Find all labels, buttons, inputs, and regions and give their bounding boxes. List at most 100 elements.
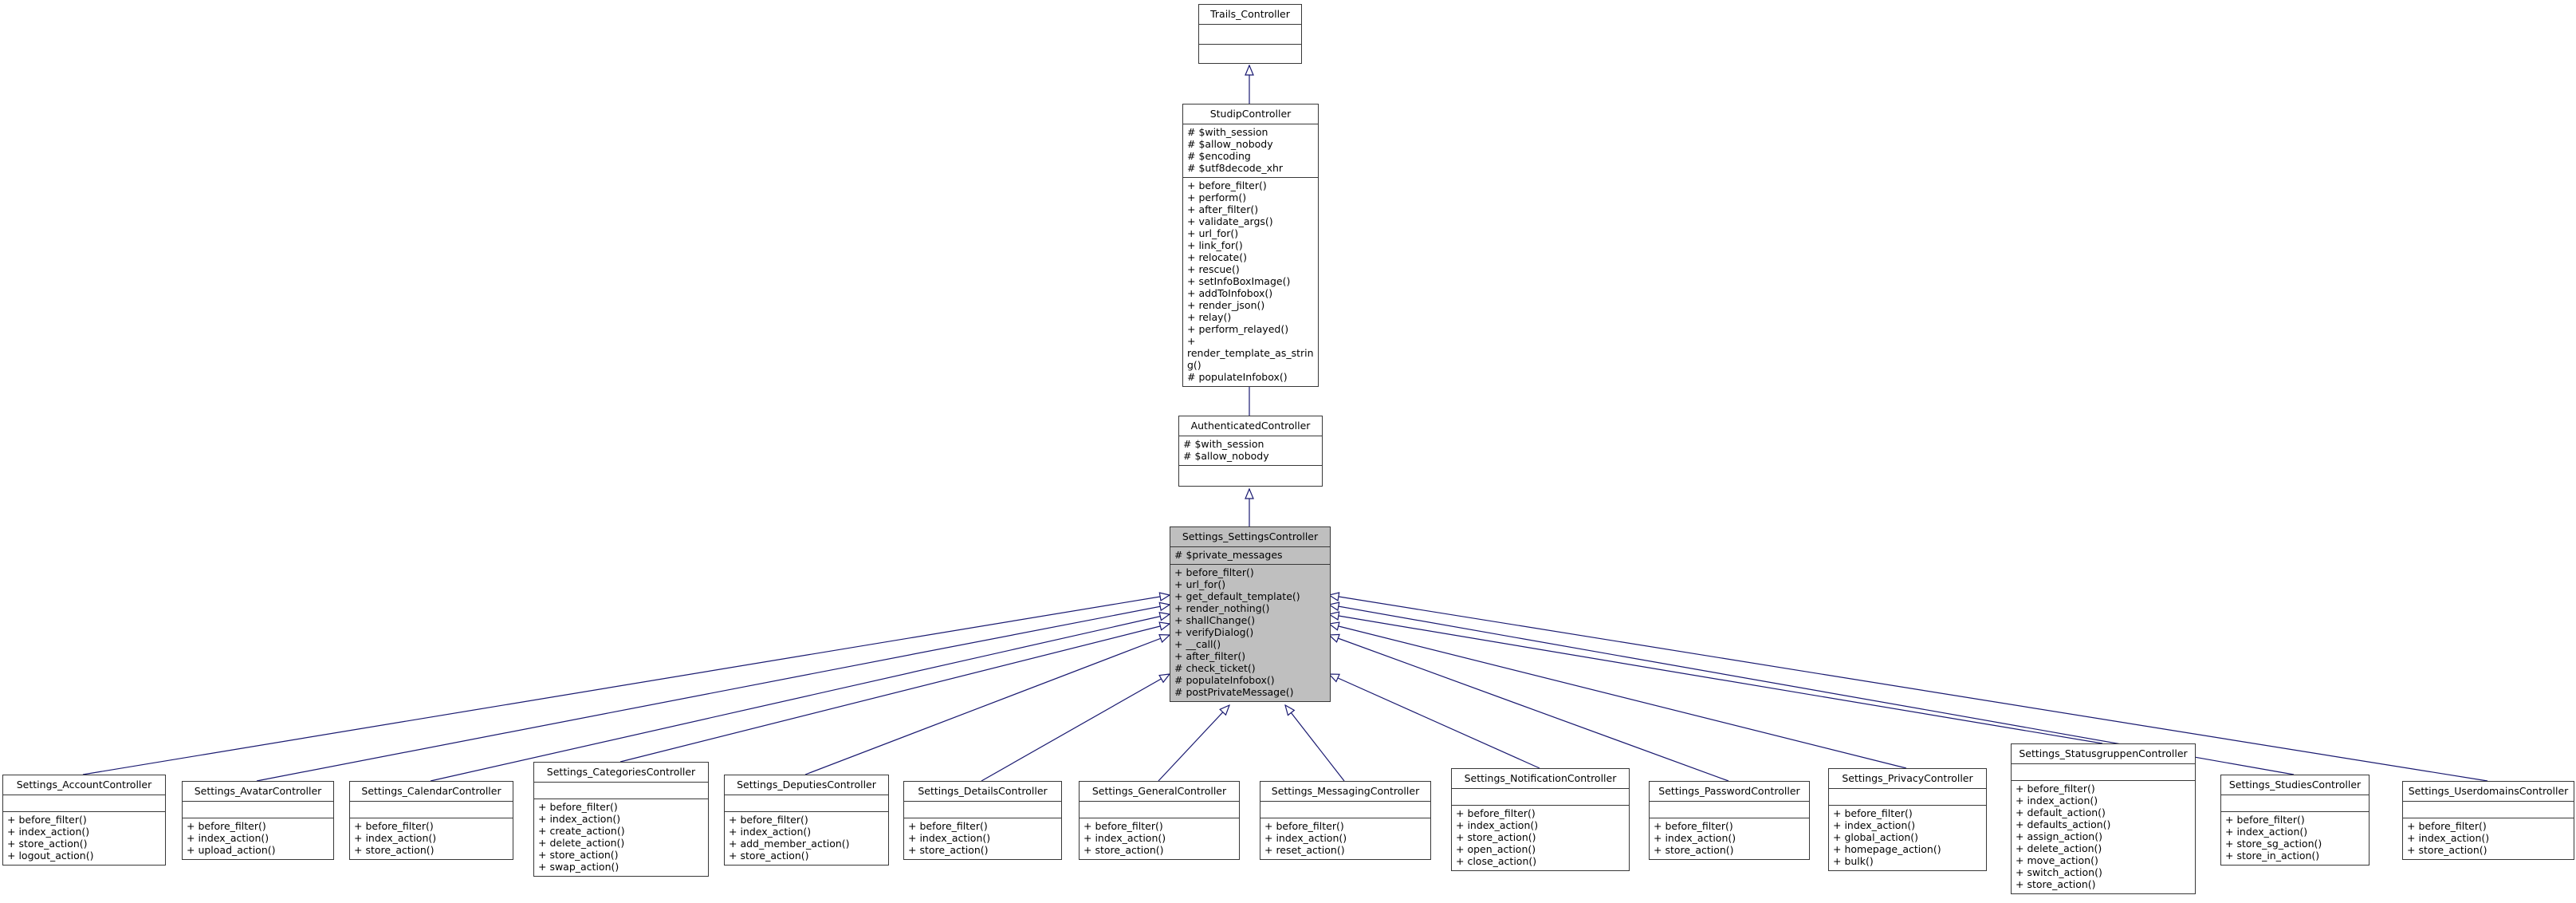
method: + render_template_as_string() bbox=[1187, 335, 1314, 371]
attribute: # $private_messages bbox=[1174, 549, 1283, 561]
method: + get_default_template() bbox=[1174, 590, 1300, 602]
methods-compartment: + before_filter()+ index_action()+ store… bbox=[1452, 805, 1629, 870]
attribute: # $utf8decode_xhr bbox=[1187, 162, 1284, 174]
attributes-compartment bbox=[2403, 802, 2574, 818]
class-node-studip[interactable]: StudipController# $with_session# $allow_… bbox=[1182, 104, 1319, 387]
methods-compartment: + before_filter()+ index_action()+ creat… bbox=[534, 799, 708, 876]
method: + before_filter() bbox=[1264, 820, 1344, 832]
inheritance-edge bbox=[1329, 595, 2488, 782]
method: + index_action() bbox=[1833, 819, 1916, 831]
methods-compartment: + before_filter()+ index_action()+ store… bbox=[1080, 818, 1239, 859]
method: + add_member_action() bbox=[729, 838, 850, 850]
class-node-notification[interactable]: Settings_NotificationController+ before_… bbox=[1451, 768, 1630, 871]
attributes-compartment bbox=[3, 795, 165, 811]
class-node-studies[interactable]: Settings_StudiesController + before_filte… bbox=[2220, 775, 2370, 866]
class-node-details[interactable]: Settings_DetailsController+ before_filte… bbox=[903, 781, 1062, 860]
class-node-avatar[interactable]: Settings_AvatarController+ before_filter… bbox=[182, 781, 334, 860]
class-node-trails[interactable]: Trails_Controller bbox=[1198, 4, 1302, 64]
attribute: # $encoding bbox=[1187, 150, 1251, 162]
method: + __call() bbox=[1174, 638, 1221, 650]
inheritance-edge bbox=[804, 635, 1170, 775]
methods-compartment: + before_filter()+ index_action()+ store… bbox=[2403, 818, 2574, 859]
methods-compartment bbox=[1199, 44, 1301, 63]
class-name: Settings_StatusgruppenController bbox=[2012, 744, 2195, 764]
attributes-compartment bbox=[2012, 764, 2195, 780]
method: + store_action() bbox=[1654, 844, 1734, 856]
class-node-deputies[interactable]: Settings_DeputiesController+ before_filt… bbox=[724, 775, 889, 866]
inheritance-edge bbox=[256, 605, 1170, 782]
class-node-account[interactable]: Settings_AccountController + before_filte… bbox=[2, 775, 166, 866]
method: + url_for() bbox=[1174, 578, 1226, 590]
class-name: Settings_CalendarController bbox=[350, 782, 513, 802]
method: + render_json() bbox=[1187, 299, 1265, 311]
method: + logout_action() bbox=[7, 850, 94, 862]
method: + before_filter() bbox=[7, 814, 87, 826]
method: + perform_relayed() bbox=[1187, 323, 1289, 335]
method: + swap_action() bbox=[538, 861, 619, 873]
class-node-statusgruppen[interactable]: Settings_StatusgruppenController + before… bbox=[2011, 743, 2196, 894]
method: + before_filter() bbox=[1833, 807, 1913, 819]
methods-compartment: + before_filter()+ index_action()+ store… bbox=[2221, 811, 2369, 865]
attributes-compartment bbox=[2221, 795, 2369, 811]
class-name: Settings_CategoriesController bbox=[534, 763, 708, 783]
method: + store_sg_action() bbox=[2225, 838, 2322, 850]
method: # populateInfobox() bbox=[1187, 371, 1288, 383]
method: + store_action() bbox=[2407, 844, 2488, 856]
class-name: Settings_StudiesController bbox=[2221, 775, 2369, 795]
method: + store_action() bbox=[908, 844, 989, 856]
class-node-general[interactable]: Settings_GeneralController + before_filte… bbox=[1079, 781, 1240, 860]
attributes-compartment bbox=[1452, 789, 1629, 805]
method: + verifyDialog() bbox=[1174, 626, 1254, 638]
methods-compartment: + before_filter()+ index_action()+ reset… bbox=[1260, 818, 1430, 859]
method: + before_filter() bbox=[2407, 820, 2487, 832]
method: + setInfoBoxImage() bbox=[1187, 275, 1291, 287]
method: + create_action() bbox=[538, 825, 625, 837]
attributes-compartment bbox=[904, 802, 1061, 818]
methods-compartment: + before_filter()+ url_for()+ get_defaul… bbox=[1170, 564, 1330, 701]
method: + before_filter() bbox=[187, 820, 266, 832]
class-node-categories[interactable]: Settings_CategoriesController + before_fi… bbox=[533, 762, 709, 877]
attributes-compartment bbox=[1260, 802, 1430, 818]
class-name: AuthenticatedController bbox=[1179, 416, 1322, 436]
method: + relay() bbox=[1187, 311, 1232, 323]
class-name: Settings_AccountController bbox=[3, 775, 165, 795]
inheritance-edge bbox=[1158, 705, 1229, 782]
method: + before_filter() bbox=[1654, 820, 1733, 832]
methods-compartment: + before_filter()+ index_action()+ store… bbox=[350, 818, 513, 859]
class-node-messaging[interactable]: Settings_MessagingController+ before_fil… bbox=[1260, 781, 1431, 860]
method: + rescue() bbox=[1187, 263, 1240, 275]
class-name: Settings_GeneralController bbox=[1080, 782, 1239, 802]
method: + store_action() bbox=[1083, 844, 1164, 856]
attributes-compartment bbox=[1829, 789, 1986, 805]
method: + store_action() bbox=[538, 849, 619, 861]
class-name: Settings_SettingsController bbox=[1170, 527, 1330, 547]
method: + index_action() bbox=[2407, 832, 2490, 844]
method: + before_filter() bbox=[2016, 783, 2095, 795]
methods-compartment: + before_filter()+ index_action()+ store… bbox=[1650, 818, 1809, 859]
class-name: Trails_Controller bbox=[1199, 5, 1301, 25]
attributes-compartment bbox=[183, 802, 333, 818]
class-node-userdomains[interactable]: Settings_UserdomainsController+ before_f… bbox=[2402, 781, 2574, 860]
method: + homepage_action() bbox=[1833, 843, 1941, 855]
method: + index_action() bbox=[1083, 832, 1166, 844]
attributes-compartment bbox=[350, 802, 513, 818]
class-node-calendar[interactable]: Settings_CalendarController + before_filt… bbox=[349, 781, 513, 860]
methods-compartment: + before_filter()+ index_action()+ store… bbox=[3, 811, 165, 865]
class-node-settings[interactable]: Settings_SettingsController # $private_me… bbox=[1170, 526, 1331, 702]
attribute: # $with_session bbox=[1183, 438, 1264, 450]
method: + index_action() bbox=[538, 813, 621, 825]
inheritance-edge bbox=[430, 614, 1170, 782]
inheritance-edge bbox=[1329, 674, 1540, 769]
class-node-password[interactable]: Settings_PasswordController+ before_filt… bbox=[1649, 781, 1810, 860]
method: + index_action() bbox=[2225, 826, 2308, 838]
method: + store_action() bbox=[7, 838, 88, 850]
method: + assign_action() bbox=[2016, 830, 2102, 842]
method: + index_action() bbox=[354, 832, 437, 844]
method: + index_action() bbox=[1456, 819, 1539, 831]
class-node-privacy[interactable]: Settings_PrivacyController+ before_filte… bbox=[1828, 768, 1987, 871]
attributes-compartment bbox=[725, 795, 888, 811]
class-node-auth[interactable]: AuthenticatedController# $with_session# … bbox=[1178, 416, 1323, 487]
inheritance-edge bbox=[981, 674, 1170, 782]
